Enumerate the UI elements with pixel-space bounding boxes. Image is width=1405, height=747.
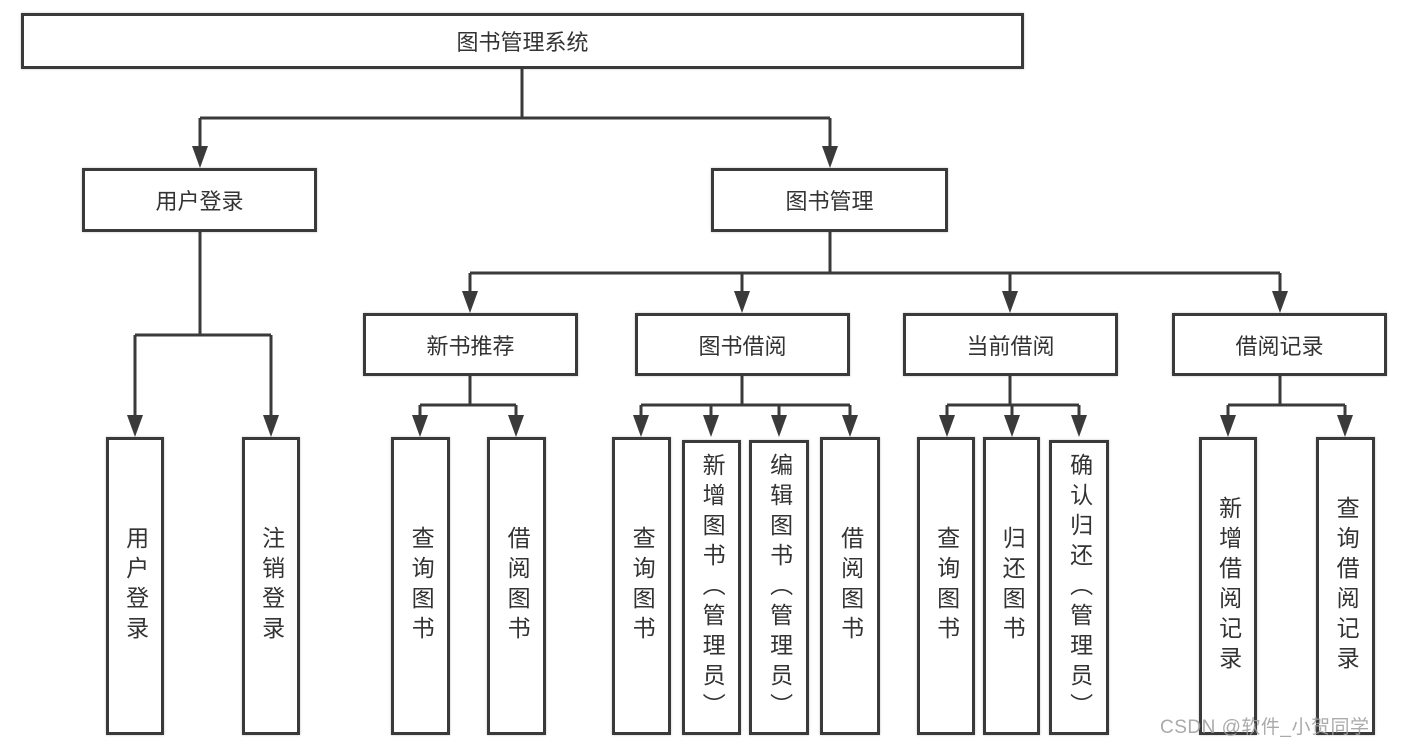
leaf-query-book-1: 查询图书 bbox=[391, 437, 450, 735]
arrowhead bbox=[1337, 415, 1353, 437]
arrowheads bbox=[127, 146, 1353, 437]
leaf-add-borrow-record: 新增借阅记录 bbox=[1199, 437, 1257, 735]
arrowhead bbox=[192, 146, 208, 168]
arrowhead bbox=[508, 415, 524, 437]
leaf-confirm-return-admin: 确认归还（管理员） bbox=[1049, 440, 1109, 735]
node-user-login: 用户登录 bbox=[82, 168, 317, 232]
arrowhead bbox=[842, 415, 858, 437]
node-current-borrow: 当前借阅 bbox=[903, 313, 1118, 376]
arrowhead bbox=[263, 415, 279, 437]
leaf-borrow-book-1: 借阅图书 bbox=[487, 437, 546, 735]
node-borrow-record: 借阅记录 bbox=[1172, 313, 1387, 376]
leaf-query-borrow-record: 查询借阅记录 bbox=[1316, 437, 1375, 735]
arrowhead bbox=[462, 291, 478, 313]
arrowhead bbox=[822, 146, 838, 168]
leaf-borrow-book-2: 借阅图书 bbox=[820, 437, 880, 735]
arrowhead bbox=[771, 415, 787, 437]
node-book-borrow: 图书借阅 bbox=[635, 313, 850, 376]
node-new-book-recommend: 新书推荐 bbox=[363, 313, 578, 376]
arrowhead bbox=[1220, 415, 1236, 437]
leaf-logout: 注销登录 bbox=[242, 437, 300, 735]
leaf-user-login: 用户登录 bbox=[106, 437, 164, 735]
arrowhead bbox=[127, 415, 143, 437]
leaf-return-book: 归还图书 bbox=[983, 437, 1040, 735]
arrowhead bbox=[1071, 415, 1087, 437]
arrowhead bbox=[1002, 291, 1018, 313]
leaf-add-book-admin: 新增图书（管理员） bbox=[682, 440, 741, 735]
arrowhead bbox=[703, 415, 719, 437]
node-root-library-system: 图书管理系统 bbox=[21, 13, 1024, 69]
connector-edges bbox=[133, 69, 1347, 417]
arrowhead bbox=[1272, 291, 1288, 313]
arrowhead bbox=[734, 291, 750, 313]
arrowhead bbox=[939, 415, 955, 437]
csdn-watermark: CSDN @软件_小贺同学 bbox=[1160, 717, 1370, 738]
arrowhead bbox=[1004, 415, 1020, 437]
arrowhead bbox=[412, 415, 428, 437]
leaf-query-book-3: 查询图书 bbox=[917, 437, 975, 735]
node-book-management: 图书管理 bbox=[711, 168, 948, 232]
leaf-query-book-2: 查询图书 bbox=[612, 437, 671, 735]
leaf-edit-book-admin: 编辑图书（管理员） bbox=[749, 440, 809, 735]
arrowhead bbox=[633, 415, 649, 437]
